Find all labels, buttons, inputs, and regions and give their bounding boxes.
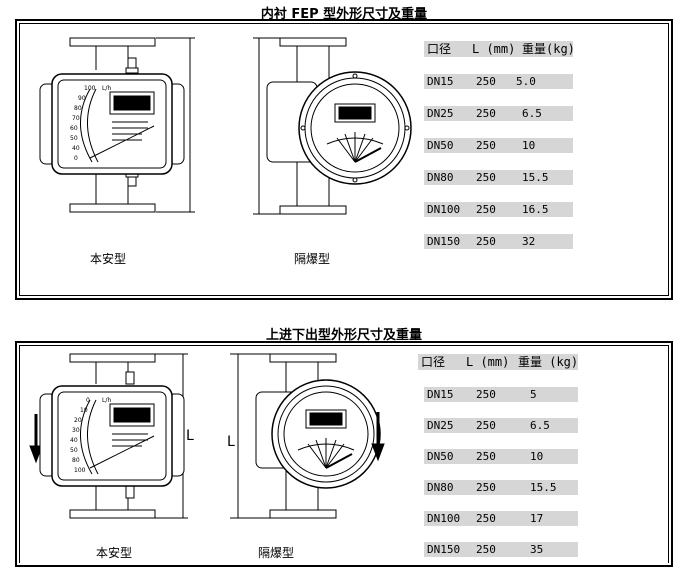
spec-row: DN50 250 10 — [424, 138, 573, 153]
section1-title: 内衬 FEP 型外形尺寸及重量 — [260, 7, 428, 22]
svg-text:50: 50 — [70, 135, 78, 142]
cell-weight: 6.5 — [530, 419, 550, 432]
svg-text:50: 50 — [70, 447, 78, 454]
cell-dn: DN100 — [427, 203, 461, 216]
cell-length: 250 — [476, 171, 496, 184]
spec-header-2: 口径 L (mm) 重量 (kg) — [418, 354, 578, 370]
spec-row: DN150 250 35 — [424, 542, 578, 557]
caption-explosion-1: 隔爆型 — [294, 252, 331, 266]
spec-row: DN80 250 15.5 — [424, 170, 573, 185]
cell-weight: 32 — [522, 235, 536, 248]
header-length: L (mm) — [466, 355, 510, 369]
header-diameter: 口径 — [427, 42, 452, 56]
header-weight: 重量(kg) — [522, 42, 575, 56]
spec-row: DN100 250 17 — [424, 511, 578, 526]
cell-length: 250 — [476, 75, 496, 88]
explosion-meter-drawing-2 — [230, 353, 385, 519]
svg-text:20: 20 — [74, 417, 82, 424]
dimension-label-L-1: L — [186, 428, 194, 444]
cell-dn: DN150 — [427, 543, 461, 556]
svg-text:90: 90 — [78, 95, 86, 102]
dimension-label-L-2: L — [227, 434, 235, 450]
cell-length: 250 — [476, 450, 496, 463]
caption-intrinsic-1: 本安型 — [90, 252, 127, 266]
spec-row: DN100 250 16.5 — [424, 202, 573, 217]
cell-dn: DN25 — [427, 419, 454, 432]
intrinsic-meter-drawing-1: 100 90 80 70 60 50 40 0 L/h — [39, 37, 195, 213]
svg-text:10: 10 — [80, 407, 88, 414]
cell-dn: DN150 — [427, 235, 461, 248]
svg-text:100: 100 — [84, 85, 96, 92]
cell-dn: DN50 — [427, 139, 454, 152]
svg-text:40: 40 — [72, 145, 80, 152]
cell-length: 250 — [476, 203, 496, 216]
spec-row: DN80 250 15.5 — [424, 480, 578, 495]
cell-dn: DN80 — [427, 171, 454, 184]
spec-row: DN15 250 5.0 — [424, 74, 573, 89]
cell-weight: 6.5 — [522, 107, 542, 120]
cell-length: 250 — [476, 388, 496, 401]
cell-weight: 35 — [530, 543, 544, 556]
section2-frame — [15, 341, 673, 567]
svg-text:70: 70 — [72, 115, 80, 122]
cell-weight: 10 — [530, 450, 544, 463]
cell-weight: 17 — [530, 512, 544, 525]
svg-text:30: 30 — [72, 427, 80, 434]
header-length: L (mm) — [472, 42, 516, 56]
cell-weight: 10 — [522, 139, 536, 152]
cell-dn: DN100 — [427, 512, 461, 525]
svg-text:40: 40 — [70, 437, 78, 444]
caption-explosion-2: 隔爆型 — [258, 546, 295, 560]
cell-dn: DN50 — [427, 450, 454, 463]
cell-length: 250 — [476, 235, 496, 248]
svg-text:60: 60 — [70, 125, 78, 132]
spec-row: DN15 250 5 — [424, 387, 578, 402]
svg-text:80: 80 — [74, 105, 82, 112]
spec-row: DN25 250 6.5 — [424, 106, 573, 121]
cell-weight: 15.5 — [522, 171, 549, 184]
cell-weight: 15.5 — [530, 481, 557, 494]
cell-weight: 5.0 — [516, 75, 536, 88]
cell-length: 250 — [476, 139, 496, 152]
svg-text:80: 80 — [72, 457, 80, 464]
spec-row: DN50 250 10 — [424, 449, 578, 464]
cell-dn: DN15 — [427, 388, 454, 401]
spec-row: DN150 250 32 — [424, 234, 573, 249]
cell-weight: 5 — [530, 388, 537, 401]
header-weight: 重量 (kg) — [518, 355, 579, 369]
section1-frame — [15, 19, 673, 300]
header-diameter: 口径 — [421, 355, 446, 369]
cell-length: 250 — [476, 107, 496, 120]
spec-header-1: 口径 L (mm) 重量(kg) — [424, 41, 575, 57]
intrinsic-meter-drawing-2: 0 10 20 30 40 50 80 100 L/h — [29, 353, 188, 519]
cell-length: 250 — [476, 481, 496, 494]
svg-text:0: 0 — [86, 397, 90, 404]
cell-weight: 16.5 — [522, 203, 549, 216]
svg-text:L/h: L/h — [102, 397, 111, 404]
cell-length: 250 — [476, 512, 496, 525]
cell-dn: DN80 — [427, 481, 454, 494]
cell-dn: DN15 — [427, 75, 454, 88]
section2-title: 上进下出型外形尺寸及重量 — [265, 328, 422, 343]
svg-text:L/h: L/h — [102, 85, 111, 92]
explosion-meter-drawing-1 — [253, 37, 412, 215]
cell-length: 250 — [476, 419, 496, 432]
cell-dn: DN25 — [427, 107, 454, 120]
svg-text:100: 100 — [74, 467, 86, 474]
cell-length: 250 — [476, 543, 496, 556]
svg-text:0: 0 — [74, 155, 78, 162]
caption-intrinsic-2: 本安型 — [96, 546, 133, 560]
spec-row: DN25 250 6.5 — [424, 418, 578, 433]
